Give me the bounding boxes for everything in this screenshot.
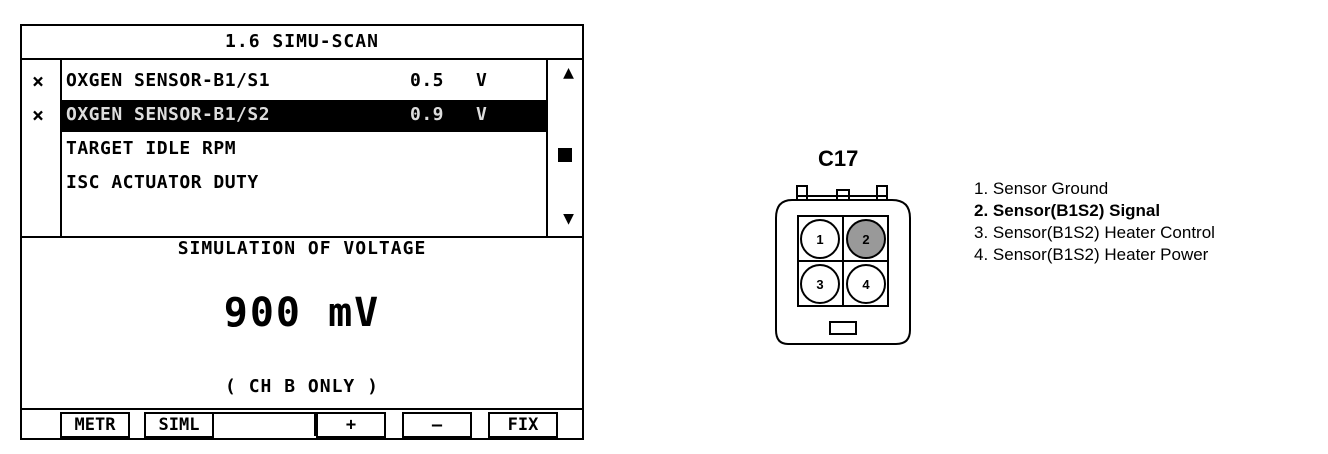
- pin-legend-item: 1. Sensor Ground: [974, 179, 1109, 198]
- screen-title: 1.6 SIMU-SCAN: [22, 26, 582, 60]
- simulation-title: SIMULATION OF VOLTAGE: [177, 238, 427, 259]
- list-item[interactable]: ISC ACTUATOR DUTY: [22, 166, 582, 200]
- list-item-unit: V: [476, 70, 487, 91]
- pin-number: 3: [816, 277, 823, 292]
- list-item-value: 0.5: [410, 70, 445, 91]
- pin-4: [846, 264, 886, 304]
- plus-button[interactable]: +: [316, 412, 386, 438]
- list-item[interactable]: TARGET IDLE RPM: [22, 132, 582, 166]
- row-highlight: [62, 100, 548, 132]
- pin-number: 2: [862, 232, 869, 247]
- pin-number: 1: [816, 232, 823, 247]
- pin-2-highlighted: [846, 219, 886, 259]
- simulation-value: 900 mV: [223, 290, 381, 336]
- list-item[interactable]: × OXGEN SENSOR-B1/S1 0.5 V: [22, 64, 582, 98]
- connector-label: C17: [818, 146, 859, 171]
- selected-mark-icon: ×: [32, 69, 45, 93]
- pin-1: [800, 219, 840, 259]
- connector-lock: [829, 321, 857, 335]
- list-item-label: ISC ACTUATOR DUTY: [66, 172, 259, 193]
- sensor-list: ▲ ▼ × OXGEN SENSOR-B1/S1 0.5 V × OXGEN S…: [22, 60, 582, 238]
- pin-legend-item-highlighted: 2. Sensor(B1S2) Signal: [974, 201, 1161, 220]
- simulation-note: ( CH B ONLY ): [225, 376, 379, 397]
- blank-function-key[interactable]: [214, 412, 316, 436]
- connector-tab: [876, 185, 888, 201]
- connector-tab: [796, 185, 808, 201]
- pin-number: 4: [862, 277, 870, 292]
- pin-legend-item: 3. Sensor(B1S2) Heater Control: [974, 223, 1215, 242]
- list-item-label: TARGET IDLE RPM: [66, 138, 237, 159]
- pin-legend: 1. Sensor Ground 2. Sensor(B1S2) Signal …: [974, 178, 1215, 266]
- pin-legend-item: 4. Sensor(B1S2) Heater Power: [974, 245, 1209, 264]
- list-item-label: OXGEN SENSOR-B1/S1: [66, 70, 271, 91]
- scrollbar[interactable]: ▲ ▼: [546, 60, 582, 236]
- function-key-bar: METR SIML + — FIX: [22, 408, 582, 438]
- scroll-thumb[interactable]: [558, 148, 572, 162]
- connector-diagram: 1 2 3 4: [775, 185, 911, 345]
- selected-mark-icon: ×: [32, 103, 45, 127]
- scroll-down-icon[interactable]: ▼: [563, 208, 574, 229]
- scan-tool-screen: 1.6 SIMU-SCAN ▲ ▼ × OXGEN SENSOR-B1/S1 0…: [20, 24, 584, 440]
- list-item-unit: V: [476, 104, 487, 125]
- list-item-value: 0.9: [410, 104, 445, 125]
- mark-column: [22, 60, 62, 236]
- list-item-label: OXGEN SENSOR-B1/S2: [66, 104, 271, 125]
- pin-3: [800, 264, 840, 304]
- list-item-selected[interactable]: × OXGEN SENSOR-B1/S2 0.9 V: [22, 98, 582, 132]
- siml-button[interactable]: SIML: [144, 412, 214, 438]
- scroll-up-icon[interactable]: ▲: [563, 62, 574, 83]
- minus-button[interactable]: —: [402, 412, 472, 438]
- metr-button[interactable]: METR: [60, 412, 130, 438]
- fix-button[interactable]: FIX: [488, 412, 558, 438]
